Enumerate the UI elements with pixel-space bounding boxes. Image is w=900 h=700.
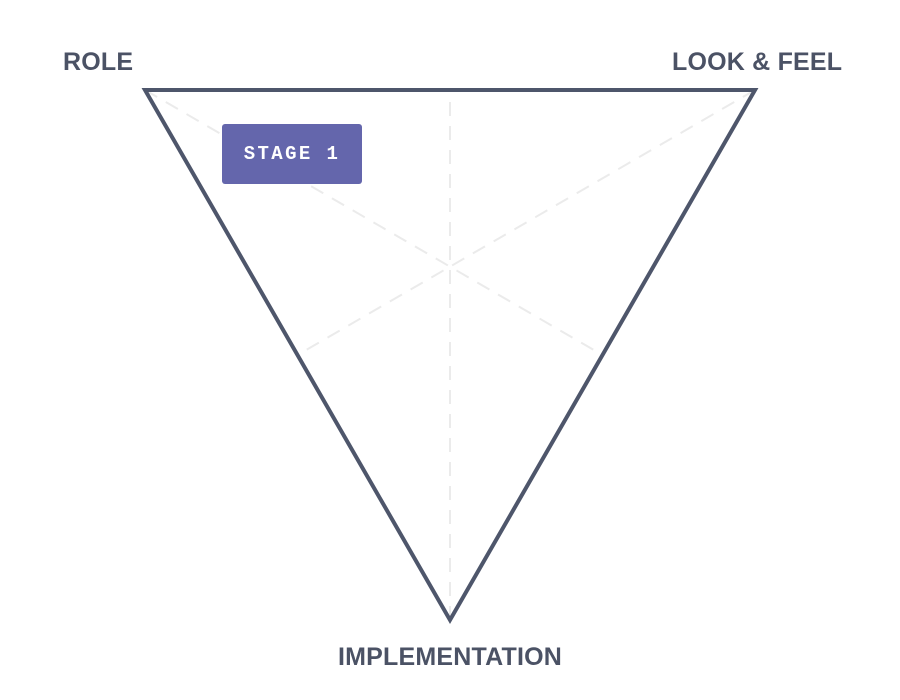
vertex-label-role: ROLE: [63, 48, 134, 76]
triangle-outline: [141, 88, 759, 625]
median-line-role: [144, 89, 604, 356]
median-line-look-and-feel: [296, 89, 756, 356]
vertex-label-implementation: IMPLEMENTATION: [337, 643, 563, 671]
stage-badge-label: STAGE 1: [243, 142, 341, 165]
stage-badge[interactable]: STAGE 1: [222, 124, 362, 184]
vertex-label-look-and-feel: LOOK & FEEL: [672, 48, 843, 76]
median-guide-lines: [144, 89, 756, 620]
